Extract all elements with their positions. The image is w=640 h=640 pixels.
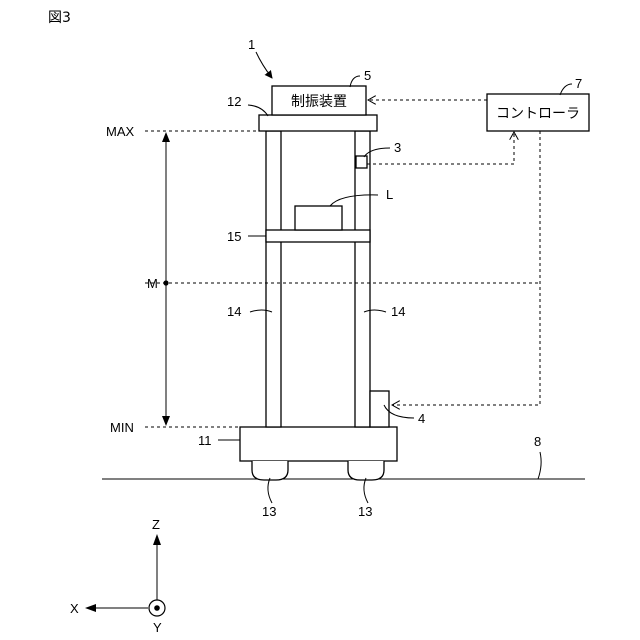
floor-leader xyxy=(538,452,541,479)
load-ref: L xyxy=(386,187,393,202)
mid-point xyxy=(163,280,168,285)
range-arrow-down xyxy=(162,416,170,426)
top-leader xyxy=(248,105,268,116)
column-left xyxy=(266,131,281,427)
wheel-right xyxy=(348,461,384,480)
wheel-right-ref: 13 xyxy=(358,504,372,519)
x-axis-label: X xyxy=(70,601,79,616)
controller-text: コントローラ xyxy=(496,106,580,122)
controller-leader xyxy=(560,84,572,95)
device-ref: 1 xyxy=(248,37,255,52)
z-axis-label: Z xyxy=(152,517,160,532)
stage-ref: 15 xyxy=(227,229,241,244)
y-axis-dot xyxy=(154,605,160,611)
min-label: MIN xyxy=(110,420,134,435)
wheel-right-leader xyxy=(364,478,368,503)
device-arrow xyxy=(256,52,272,78)
base-ref: 11 xyxy=(198,433,212,448)
mid-label: M xyxy=(147,276,158,291)
load-leader xyxy=(330,195,378,206)
figure-label: 図3 xyxy=(48,10,71,26)
damper-leader xyxy=(350,76,360,87)
damper-text: 制振装置 xyxy=(291,94,347,110)
sensor-box xyxy=(356,156,367,168)
column-right-ref: 14 xyxy=(391,304,405,319)
z-axis-arrow xyxy=(153,534,161,545)
column-left-ref: 14 xyxy=(227,304,241,319)
max-label: MAX xyxy=(106,124,135,139)
actuator-ref: 4 xyxy=(418,411,425,426)
y-axis-label: Y xyxy=(153,620,162,635)
load-block xyxy=(295,206,342,230)
floor-ref: 8 xyxy=(534,434,541,449)
damper-ref: 5 xyxy=(364,68,371,83)
x-axis-arrow xyxy=(85,604,96,612)
base-block xyxy=(240,427,397,461)
stage-plate xyxy=(266,230,370,242)
signal-controller-to-actuator xyxy=(392,131,540,405)
sensor-ref: 3 xyxy=(394,140,401,155)
wheel-left xyxy=(252,461,288,480)
top-ref: 12 xyxy=(227,94,241,109)
wheel-left-leader xyxy=(268,478,272,503)
controller-ref: 7 xyxy=(575,76,582,91)
wheel-left-ref: 13 xyxy=(262,504,276,519)
top-plate xyxy=(259,115,377,131)
range-arrow-up xyxy=(162,132,170,142)
column-right xyxy=(355,131,370,427)
